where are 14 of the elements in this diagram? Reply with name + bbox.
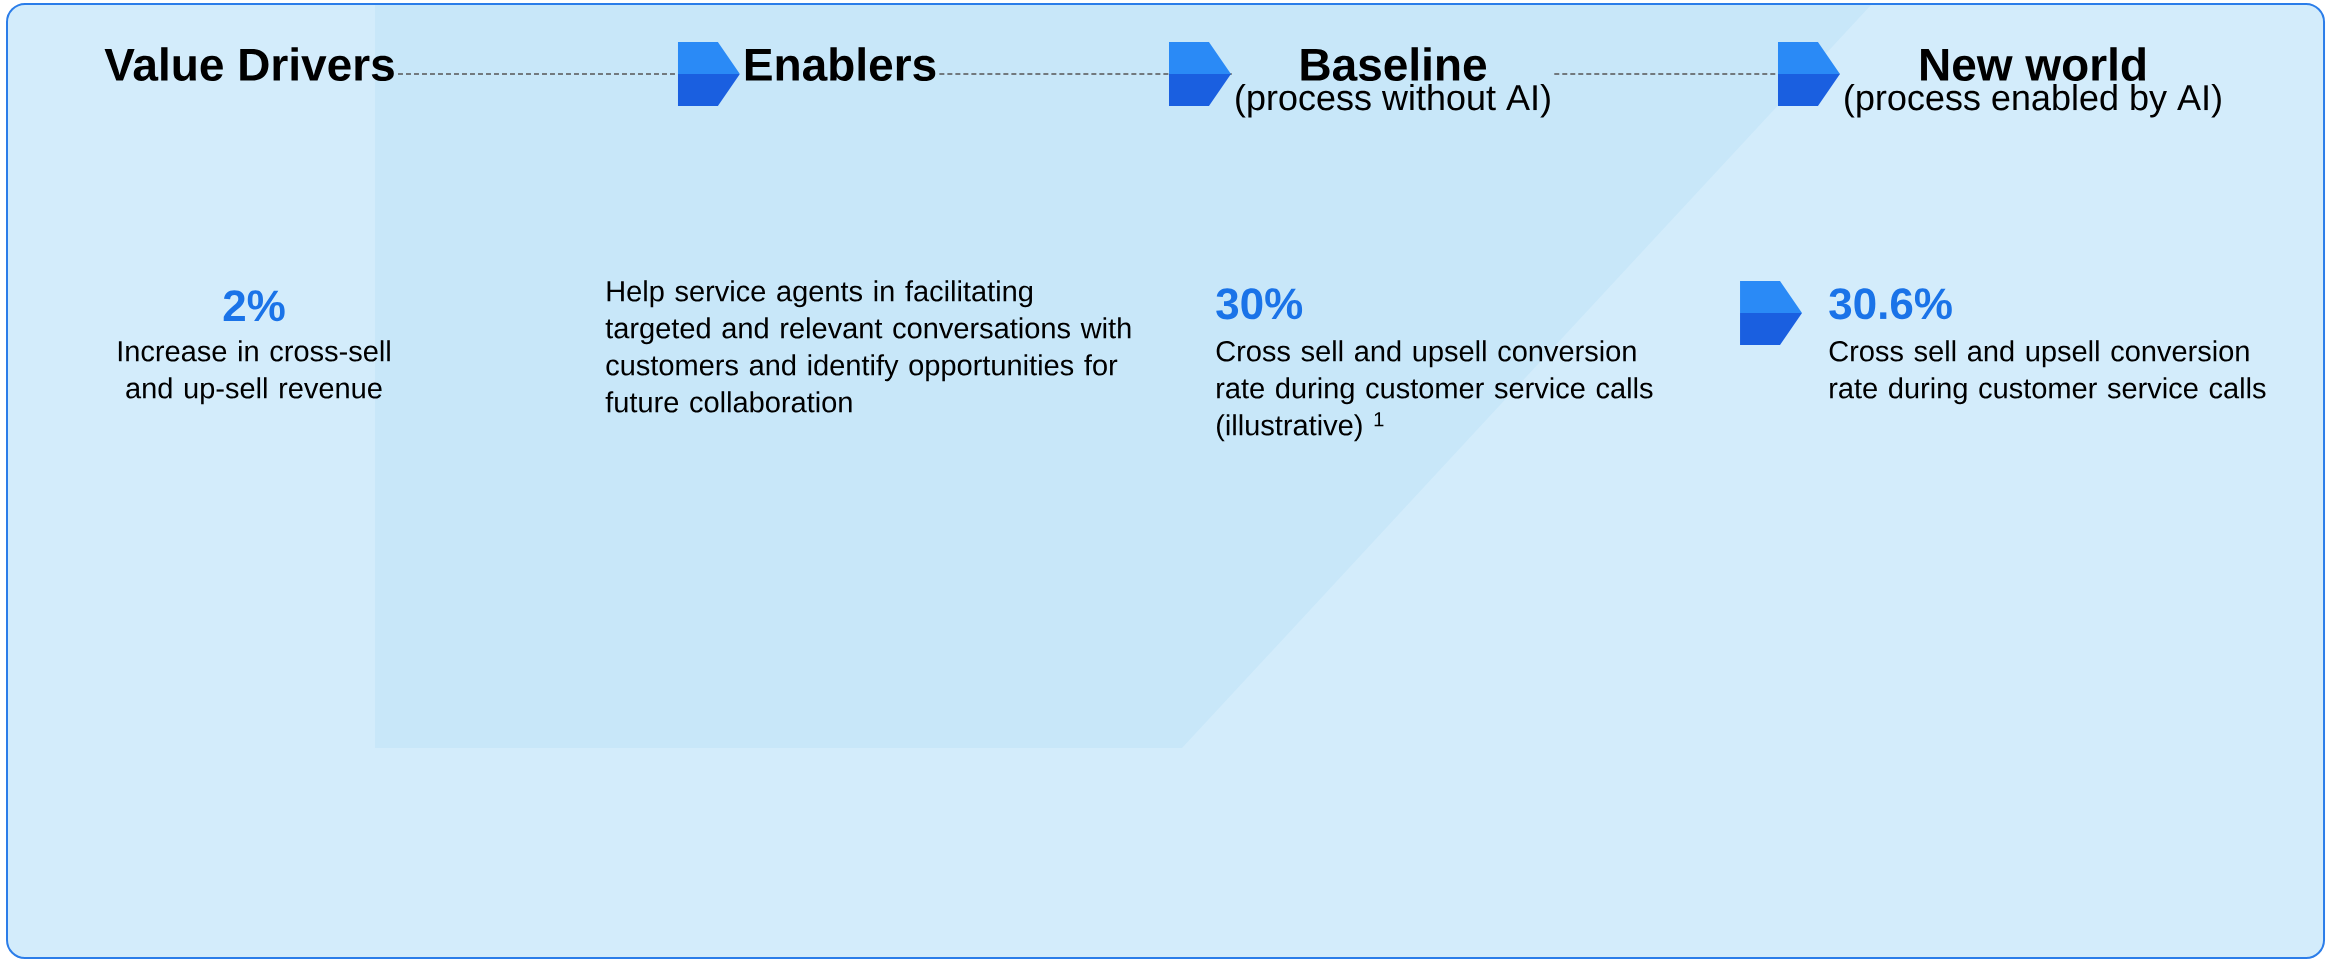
description-text: Cross sell and upsell conversion rate during customer service calls (illustrative) $^{1}$ [1216,340,1653,442]
column-heading: New world (process enabled by AI) [1845,47,2221,118]
percentage-value: 2% [223,290,285,322]
column-heading: Baseline (process without AI) [1236,47,1550,118]
percentage-value: 30% [1216,288,1303,320]
connector-arrow [938,42,1233,106]
percentage-value: 30.6% [1829,288,1952,320]
description-text: Cross sell and upsell conversion rate during customer service calls [1829,340,2266,405]
connector-arrow [397,42,742,106]
connector-arrow [1553,42,1842,106]
description-text: Increase in cross-sell and up-sell revenue [118,340,390,405]
column-heading: Value Drivers [104,47,394,81]
column-heading: Enablers [745,47,936,81]
description-text: Help service agents in facilitating targeted and relevant conversations with customers and identify opportunities for future collaboration [605,280,1131,413]
